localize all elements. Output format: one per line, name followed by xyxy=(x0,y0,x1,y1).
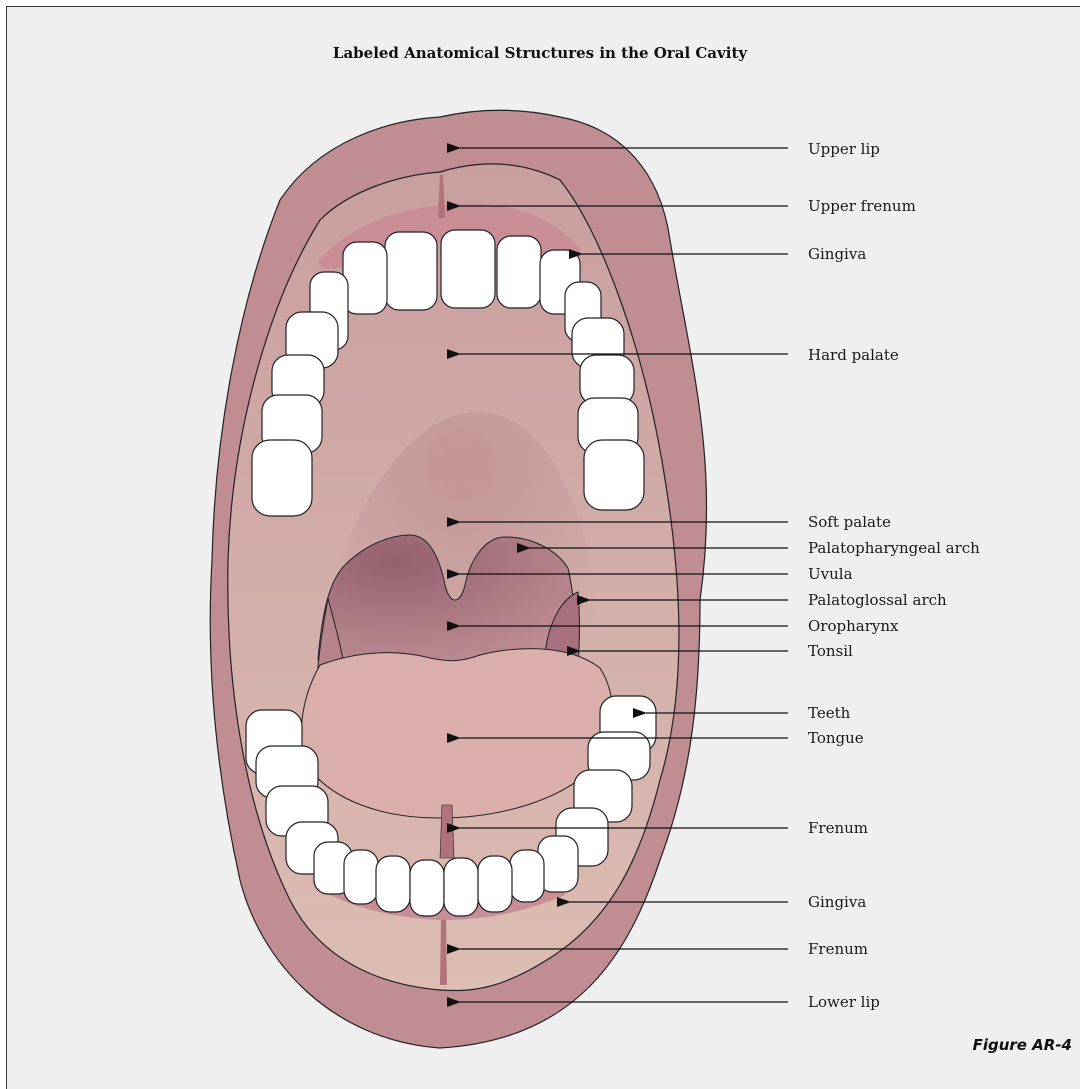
label-lower-lip: Lower lip xyxy=(808,993,880,1011)
label-soft-palate: Soft palate xyxy=(808,513,891,531)
label-upper-frenum: Upper frenum xyxy=(808,197,916,215)
lower-frenum xyxy=(440,920,447,985)
label-tonsil: Tonsil xyxy=(808,642,853,660)
label-palatopharyngeal-arch: Palatopharyngeal arch xyxy=(808,539,980,557)
label-teeth: Teeth xyxy=(808,704,851,722)
label-oropharynx: Oropharynx xyxy=(808,617,899,635)
label-upper-lip: Upper lip xyxy=(808,140,880,158)
label-tongue: Tongue xyxy=(808,729,864,747)
label-group: Upper lip Upper frenum Gingiva Hard pala… xyxy=(808,140,980,1011)
label-gingiva-lower: Gingiva xyxy=(808,893,866,911)
label-hard-palate: Hard palate xyxy=(808,346,899,364)
label-uvula: Uvula xyxy=(808,565,853,583)
label-frenum-lower: Frenum xyxy=(808,940,868,958)
label-palatoglossal-arch: Palatoglossal arch xyxy=(808,591,947,609)
label-gingiva-upper: Gingiva xyxy=(808,245,866,263)
label-frenum-tongue: Frenum xyxy=(808,819,868,837)
tongue-frenum xyxy=(440,805,454,858)
figure-number: Figure AR-4 xyxy=(973,1036,1072,1054)
